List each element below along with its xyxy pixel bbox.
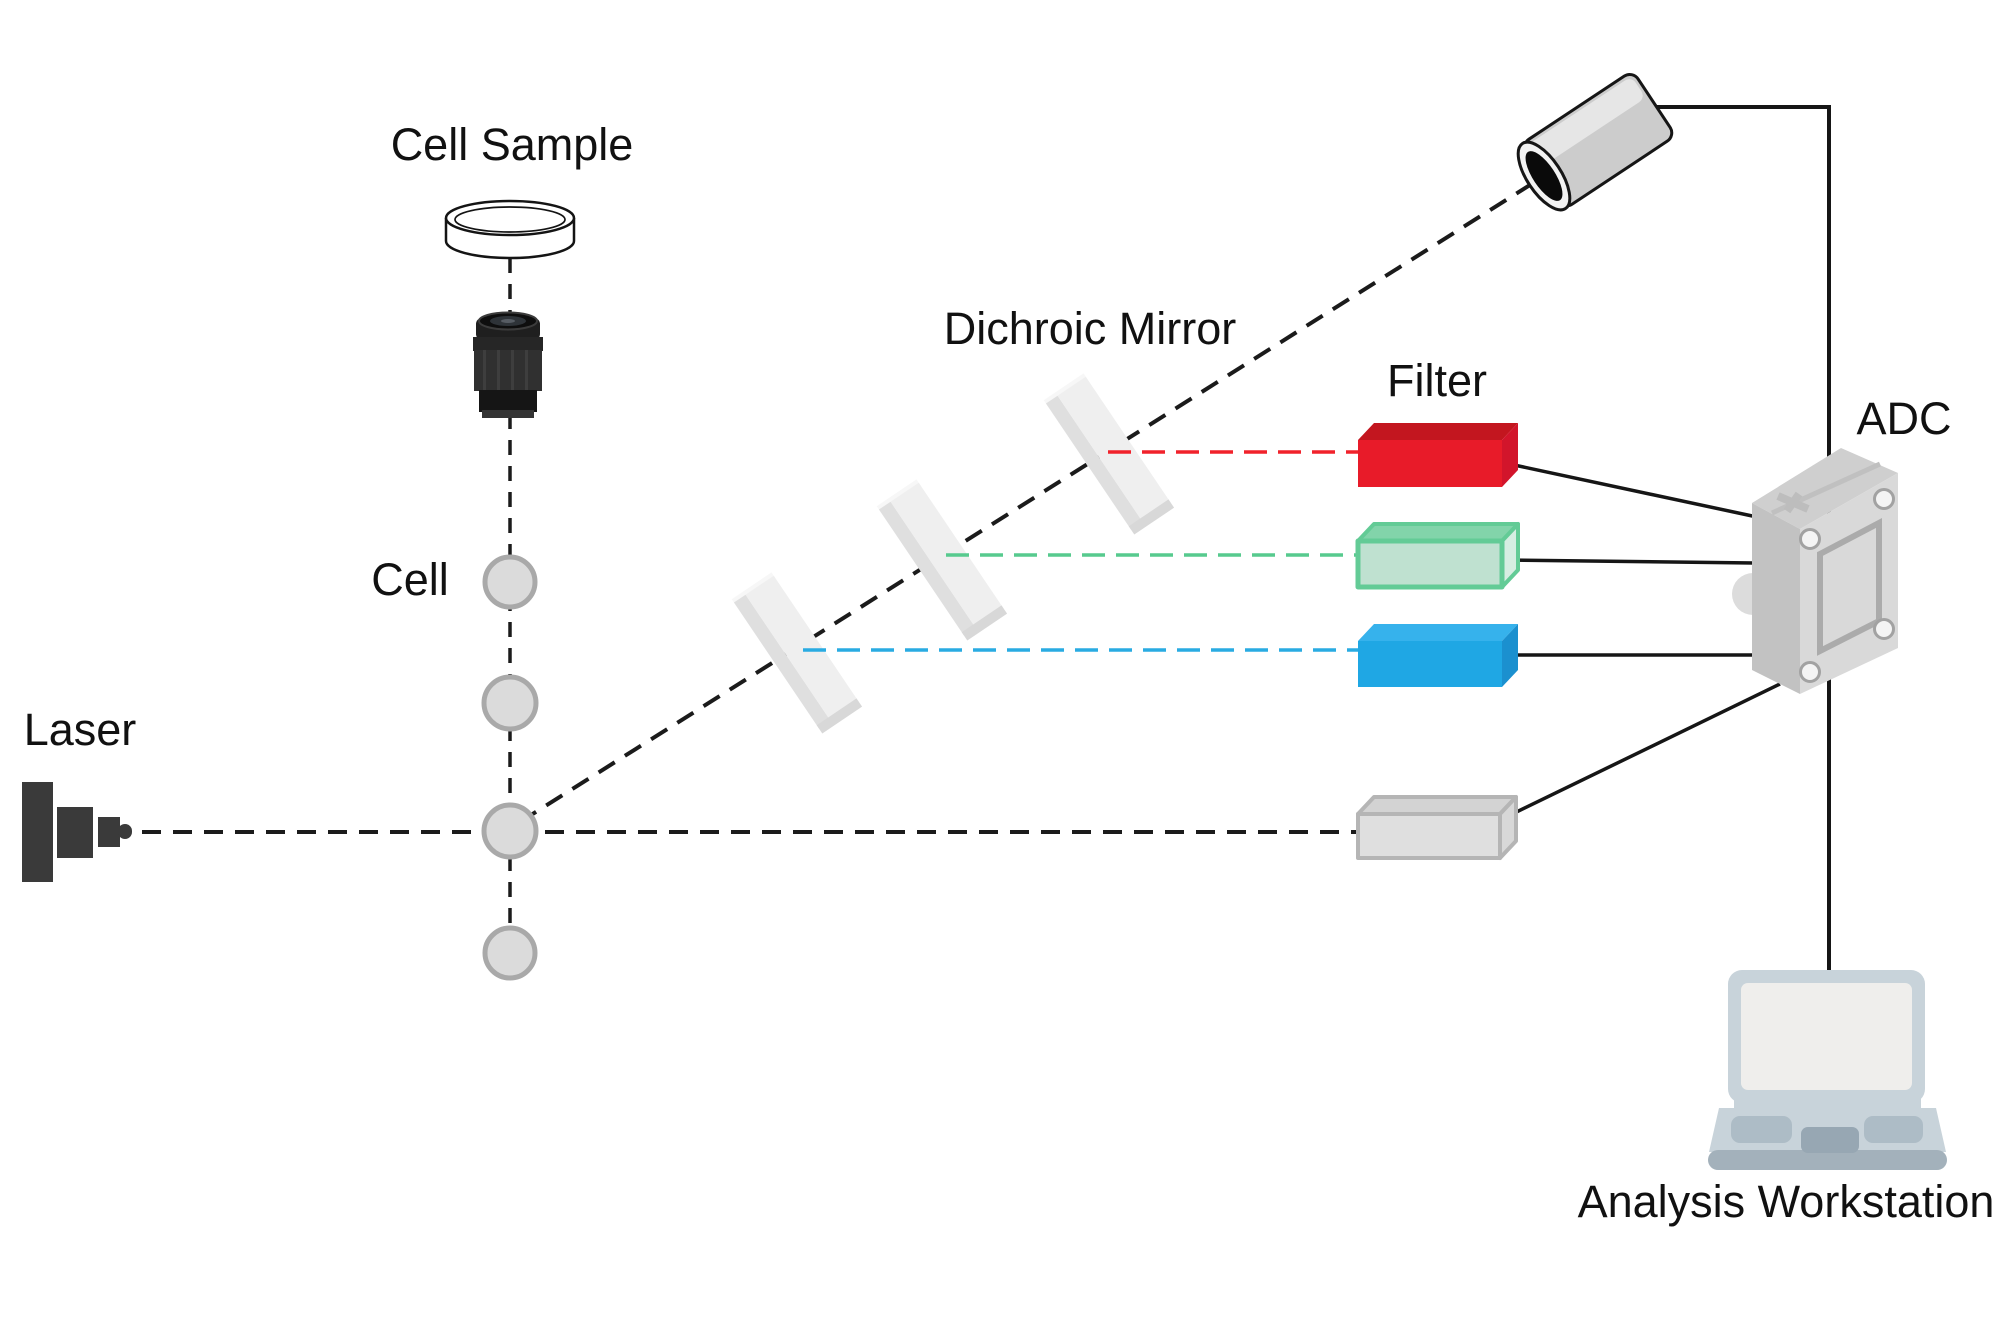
green-filter-to-adc-wire: [1499, 558, 1755, 565]
detector-tube-opening: [1525, 151, 1563, 201]
objective-lens: [473, 311, 543, 418]
cell-circle: [482, 554, 538, 610]
filter-red-front-face: [1358, 440, 1502, 487]
label-dichroic-mirror: Dichroic Mirror: [944, 303, 1237, 354]
lens-ridge: [497, 350, 500, 391]
filter-scatter-gray: [1356, 795, 1518, 860]
scattered-light-dashed-path: [518, 176, 1543, 824]
filter-green-top-face: [1356, 522, 1520, 543]
filter-blue: [1358, 624, 1518, 687]
adc-screw: [1873, 488, 1895, 510]
adc-screw: [1799, 528, 1821, 550]
label-filter: Filter: [1387, 355, 1487, 406]
scatter-filter-to-adc-wire: [1499, 682, 1781, 822]
lens-ridge: [483, 350, 486, 391]
red-filter-to-adc-wire: [1499, 460, 1758, 519]
lens-glass-center: [501, 319, 515, 323]
detector-tube-highlight: [1529, 79, 1643, 165]
laptop-screen: [1741, 983, 1912, 1090]
beam-paths: [142, 105, 1831, 983]
dichroic-mirror-3: [1043, 373, 1175, 535]
label-analysis-workstation: Analysis Workstation: [1578, 1176, 1995, 1227]
filter-green-front-face: [1355, 538, 1505, 590]
mirror-side-face: [1045, 395, 1143, 530]
lens-ridge: [525, 350, 528, 391]
cell-circle-interrogation-point: [481, 802, 539, 860]
laser-body-mid: [57, 807, 93, 858]
detector-to-workstation-wire: [1655, 105, 1831, 970]
dish-inner-rim: [454, 206, 566, 233]
mirror-front-face: [1057, 376, 1171, 522]
laser-device: [22, 782, 132, 882]
dichroic-mirror-1: [731, 572, 863, 734]
adc-device: [1732, 448, 1898, 694]
mirror-bottom-cap: [816, 698, 863, 734]
mirror-bottom-cap: [961, 605, 1008, 641]
filter-red-top-face: [1358, 423, 1518, 440]
cell-circle: [482, 925, 538, 981]
label-cell-sample: Cell Sample: [391, 119, 634, 170]
laptop-keyboard-left: [1731, 1116, 1792, 1143]
filter-gray-front-face: [1356, 812, 1502, 860]
lens-bottom-rim: [482, 410, 534, 418]
lens-lower-barrel: [479, 390, 537, 412]
filter-green: [1355, 522, 1520, 590]
label-cell: Cell: [371, 554, 449, 605]
laptop-touchpad: [1801, 1127, 1859, 1153]
lens-ridge: [511, 350, 514, 391]
dichroic-mirror-2: [876, 479, 1008, 641]
split-beams: [803, 450, 1362, 652]
detector-tube: [1516, 72, 1674, 212]
laptop-base-bottom: [1708, 1150, 1947, 1170]
cell-circle: [481, 674, 539, 732]
filter-red-side-face: [1502, 423, 1518, 487]
filter-red: [1358, 423, 1518, 487]
filter-gray-top-face: [1356, 795, 1518, 816]
adc-screw: [1873, 618, 1895, 640]
mirror-side-face: [733, 594, 831, 729]
mirror-front-face: [745, 575, 859, 721]
adc-side-face: [1752, 503, 1800, 694]
adc-screw: [1799, 661, 1821, 683]
label-adc: ADC: [1856, 393, 1951, 444]
label-laser: Laser: [24, 704, 137, 755]
laser-body-rear: [22, 782, 53, 882]
mirror-bottom-cap: [1128, 499, 1175, 535]
adc-plus-mark: [1783, 491, 1803, 514]
filter-blue-top-face: [1358, 624, 1518, 641]
lens-upper-ring: [473, 337, 543, 351]
laser-nozzle: [118, 824, 132, 839]
filter-blue-front-face: [1358, 641, 1502, 687]
cell-stream: [481, 554, 539, 981]
mirror-side-face: [878, 501, 976, 636]
laser-body-front: [98, 817, 120, 847]
dish-top-rim: [444, 199, 576, 237]
cell-sample-dish: [444, 199, 576, 260]
filter-blue-side-face: [1502, 624, 1518, 687]
labels: Cell Sample Cell Laser Dichroic Mirror F…: [24, 119, 1995, 1227]
analysis-workstation-laptop: [1708, 970, 1947, 1170]
laptop-keyboard-right: [1864, 1116, 1923, 1143]
